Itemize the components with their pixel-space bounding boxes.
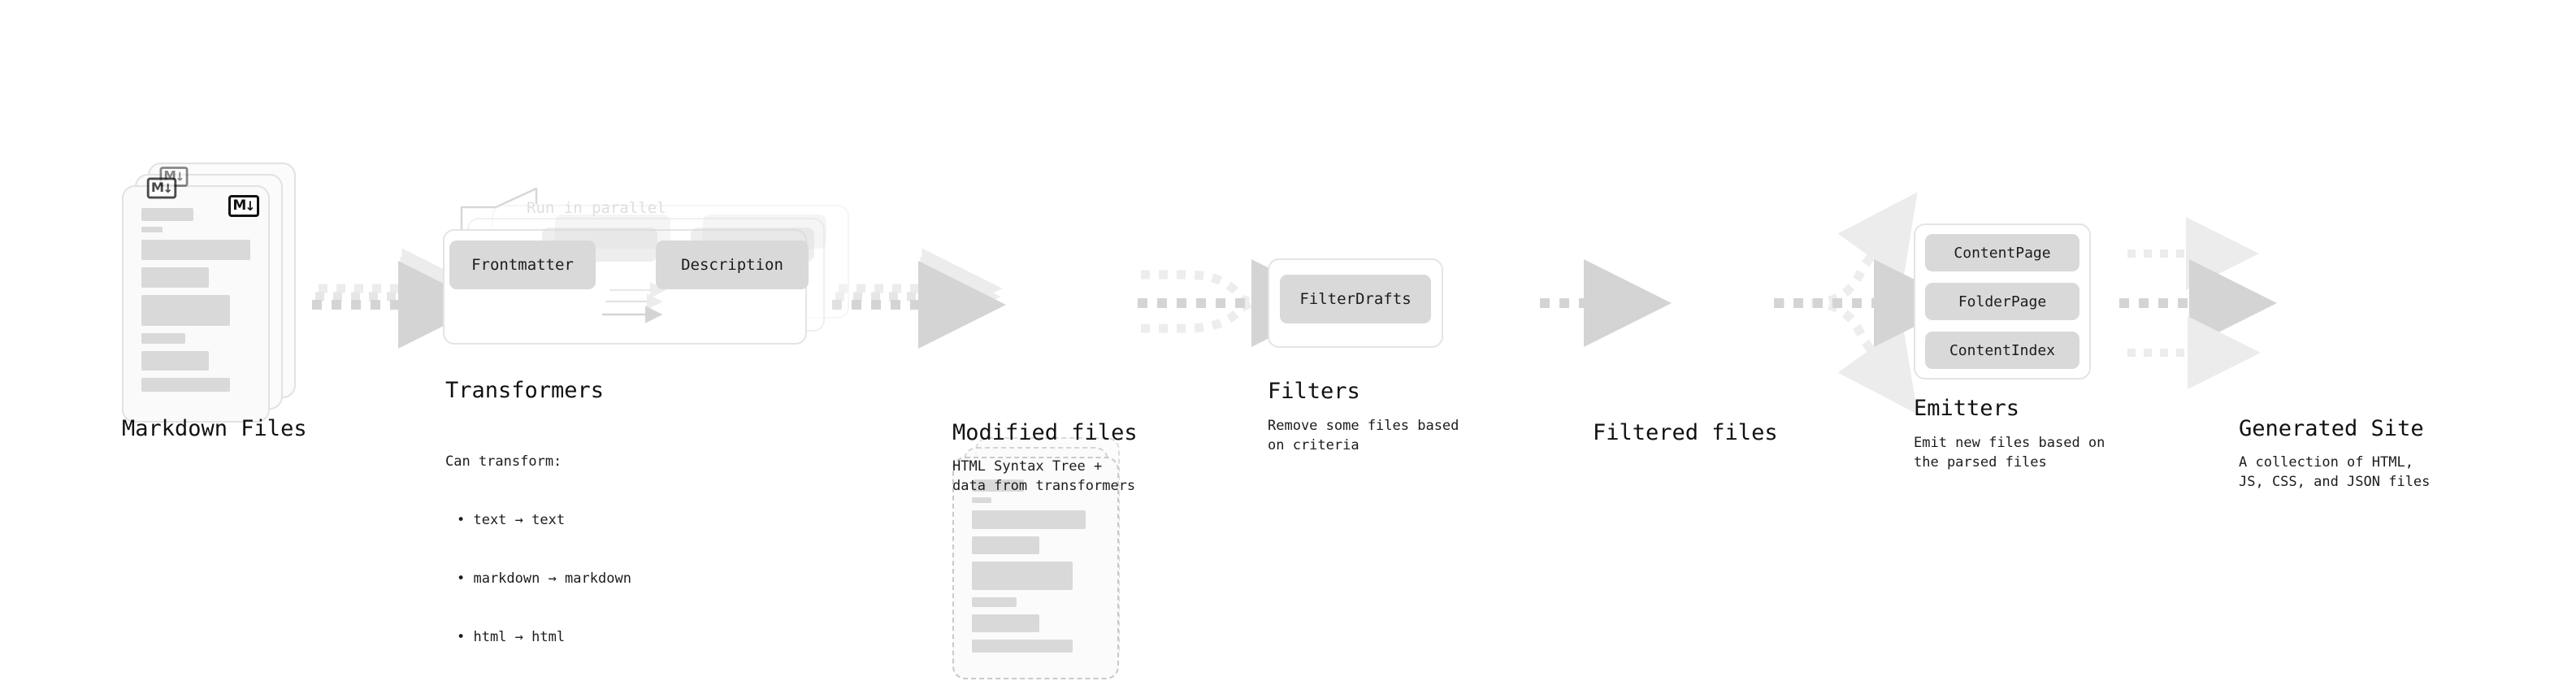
markdown-skeleton: [141, 208, 250, 399]
filters-subtitle: Remove some files based on criteria: [1268, 418, 1459, 453]
markdown-card-front: [122, 185, 270, 423]
transformers-chip-description[interactable]: Description: [656, 241, 809, 289]
filters-chip-filterdrafts[interactable]: FilterDrafts: [1280, 275, 1431, 323]
emitters-title: Emitters: [1914, 396, 2020, 421]
arrow-markdown-to-transformers: [312, 248, 486, 349]
transformers-bullet-1: • markdown → markdown: [457, 570, 631, 587]
arrow-filtered-to-emitters: [1774, 192, 1962, 414]
emitters-chip-contentindex[interactable]: ContentIndex: [1925, 332, 2079, 369]
modified-files-title: Modified files: [952, 420, 1138, 445]
transformers-bullet-2: • html → html: [457, 629, 566, 645]
markdown-badge-letter: M: [232, 197, 246, 214]
emitters-group: ContentPage FolderPage ContentIndex: [1914, 223, 2101, 386]
filters-group: FilterDrafts: [1268, 258, 1446, 348]
markdown-badge: M ↓: [228, 195, 259, 217]
modified-skeleton: [972, 479, 1099, 660]
transformers-bullets: Can transform: • text → text • markdown …: [445, 413, 631, 681]
markdown-badge-arrow-icon: ↓: [245, 197, 255, 214]
emitters-chip-contentpage[interactable]: ContentPage: [1925, 234, 2079, 271]
markdown-files-title: Markdown Files: [122, 416, 307, 441]
modified-files-subtitle: HTML Syntax Tree + data from transformer…: [952, 458, 1136, 494]
emitters-chip-folderpage-label: FolderPage: [1958, 293, 2047, 310]
transformers-chip-description-label: Description: [681, 256, 783, 274]
generated-site-subtitle: A collection of HTML, JS, CSS, and JSON …: [2239, 454, 2431, 490]
filters-title: Filters: [1268, 379, 1360, 404]
arrow-emitters-to-site: [2119, 217, 2277, 389]
filtered-files-title: Filtered files: [1593, 420, 1778, 445]
filters-chip-filterdrafts-label: FilterDrafts: [1299, 290, 1412, 308]
transformers-bullet-0: • text → text: [457, 512, 566, 528]
run-in-parallel-note: Run in parallel: [527, 199, 666, 217]
transformers-bullets-head: Can transform:: [445, 453, 562, 470]
transformers-chip-frontmatter-label: Frontmatter: [471, 256, 574, 274]
generated-site-title: Generated Site: [2239, 416, 2424, 441]
emitters-chip-contentindex-label: ContentIndex: [1949, 341, 2056, 359]
arrow-modified-to-filters: [1138, 259, 1339, 347]
markdown-badge-back-1: M↓: [146, 177, 177, 199]
emitters-subtitle: Emit new files based on the parsed files: [1914, 435, 2105, 471]
transformers-chip-frontmatter[interactable]: Frontmatter: [449, 241, 596, 289]
markdown-files-card-stack: M↓ M↓ M ↓: [122, 163, 325, 423]
transformers-title: Transformers: [445, 378, 605, 403]
transformers-group: Frontmatter Description: [443, 195, 865, 374]
emitters-chip-contentpage-label: ContentPage: [1954, 244, 2051, 262]
emitters-chip-folderpage[interactable]: FolderPage: [1925, 283, 2079, 320]
modified-card-front: [952, 457, 1119, 679]
modified-files-card-stack: [952, 437, 1147, 681]
